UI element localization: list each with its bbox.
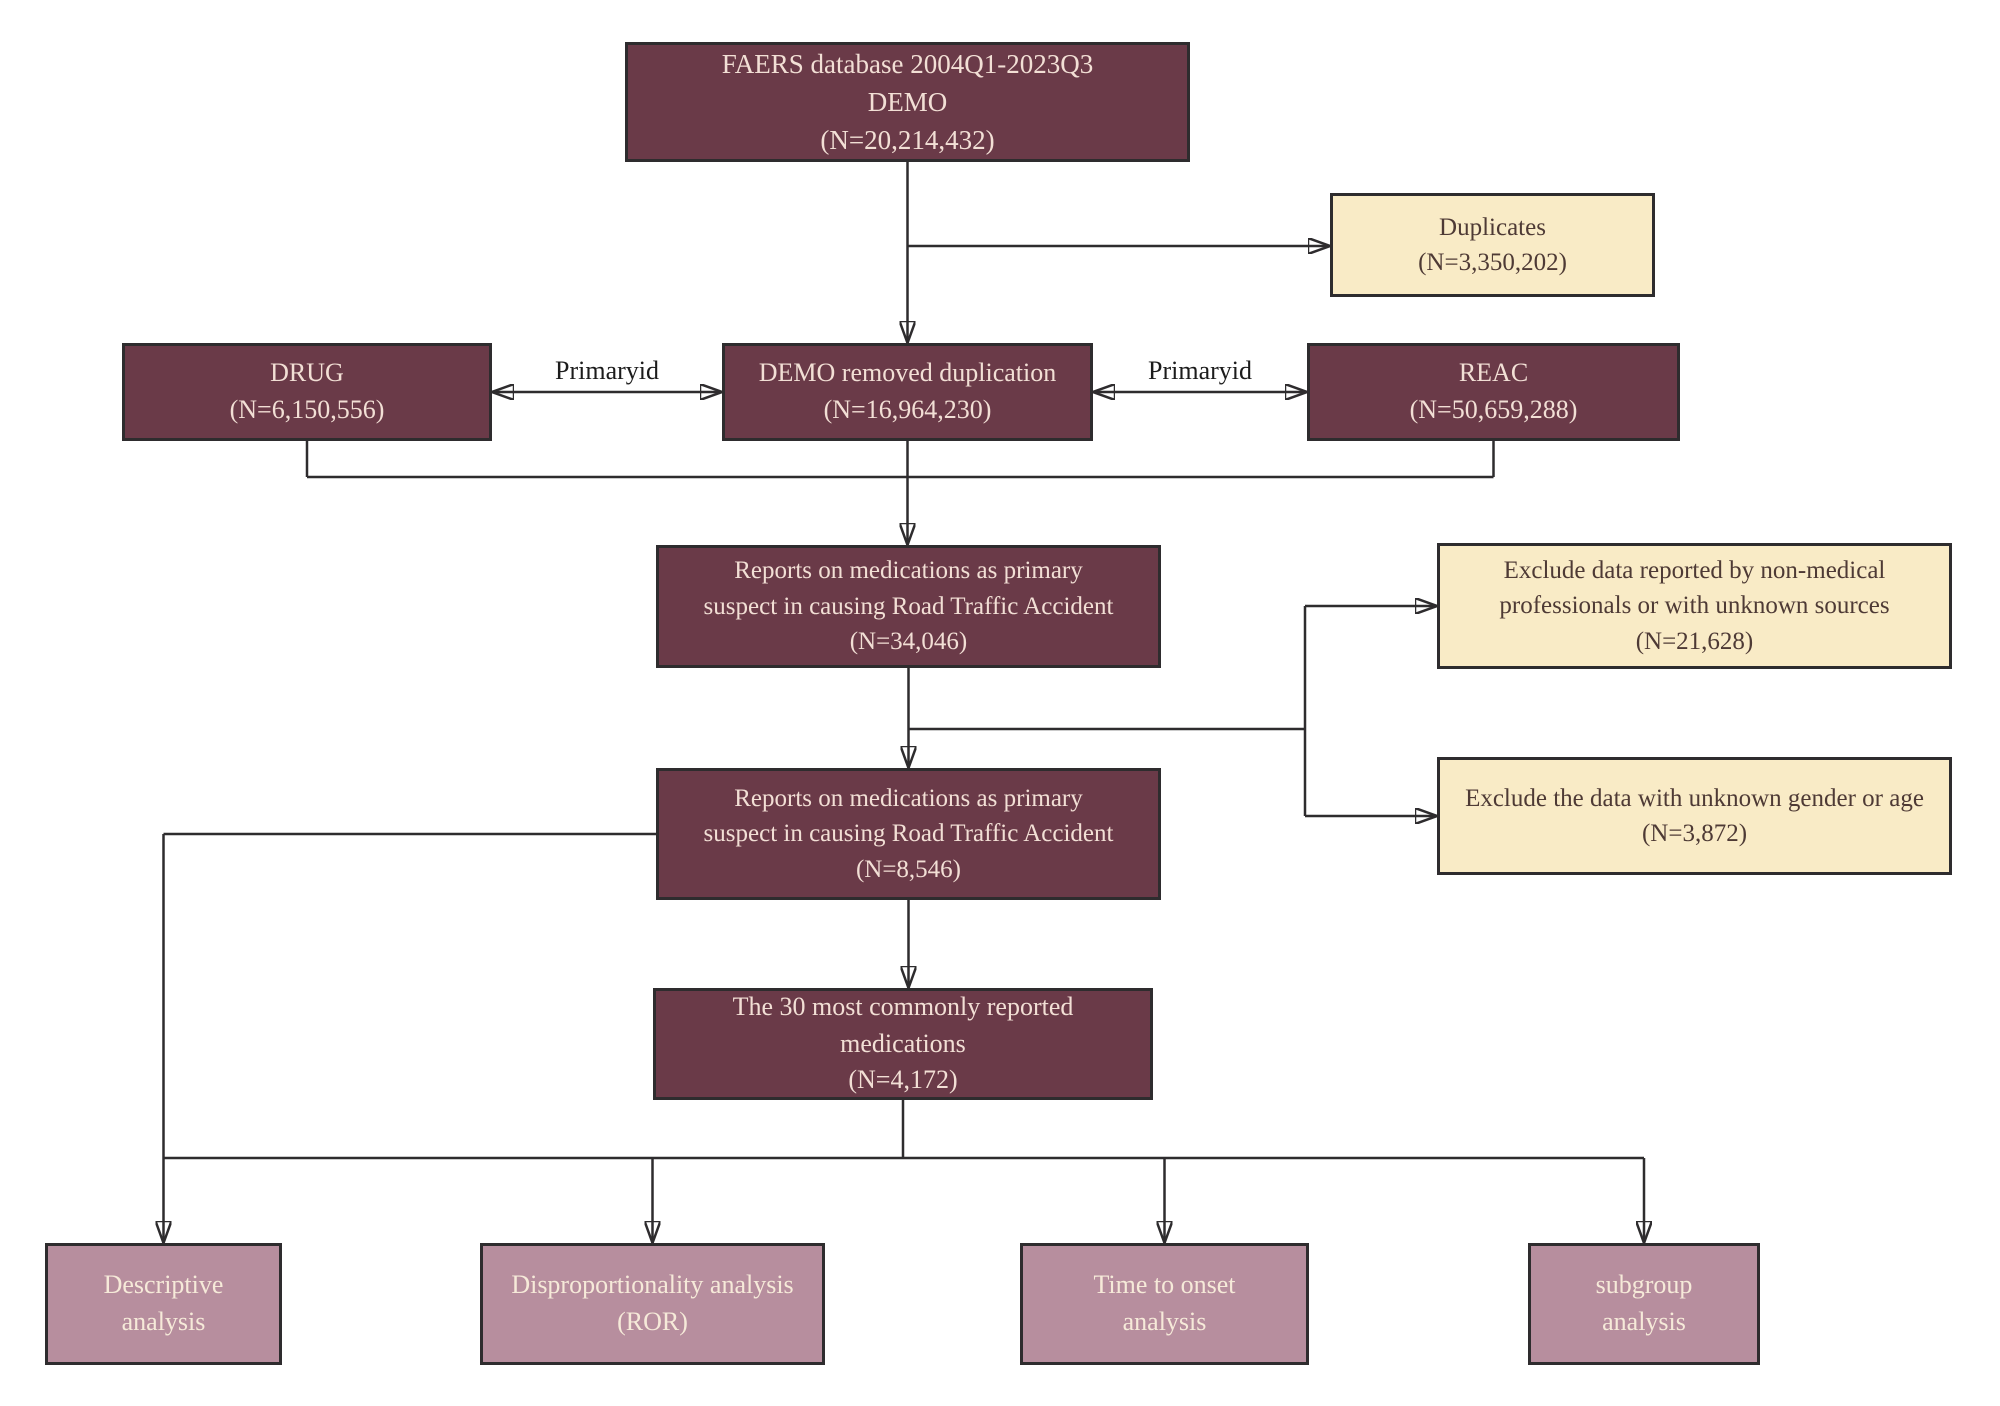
- node-descriptive-analysis: Descriptive analysis: [45, 1243, 282, 1365]
- edge-label-primaryid-left: Primaryid: [555, 356, 659, 385]
- node-faers-database: FAERS database 2004Q1-2023Q3 DEMO (N=20,…: [625, 42, 1190, 162]
- edge-label-primaryid-right: Primaryid: [1148, 356, 1252, 385]
- node-top30-medications: The 30 most commonly reported medication…: [653, 988, 1153, 1100]
- node-exclude-unknown-gender-age: Exclude the data with unknown gender or …: [1437, 757, 1952, 875]
- node-reports-rta-34046: Reports on medications as primary suspec…: [656, 545, 1161, 668]
- node-exclude-nonmedical: Exclude data reported by non-medical pro…: [1437, 543, 1952, 669]
- node-disproportionality-analysis: Disproportionality analysis (ROR): [480, 1243, 825, 1365]
- node-subgroup-analysis: subgroup analysis: [1528, 1243, 1760, 1365]
- node-time-to-onset-analysis: Time to onset analysis: [1020, 1243, 1309, 1365]
- node-demo-removed-duplication: DEMO removed duplication (N=16,964,230): [722, 343, 1093, 441]
- node-reac: REAC (N=50,659,288): [1307, 343, 1680, 441]
- node-reports-rta-8546: Reports on medications as primary suspec…: [656, 768, 1161, 900]
- node-duplicates: Duplicates (N=3,350,202): [1330, 193, 1655, 297]
- node-drug: DRUG (N=6,150,556): [122, 343, 492, 441]
